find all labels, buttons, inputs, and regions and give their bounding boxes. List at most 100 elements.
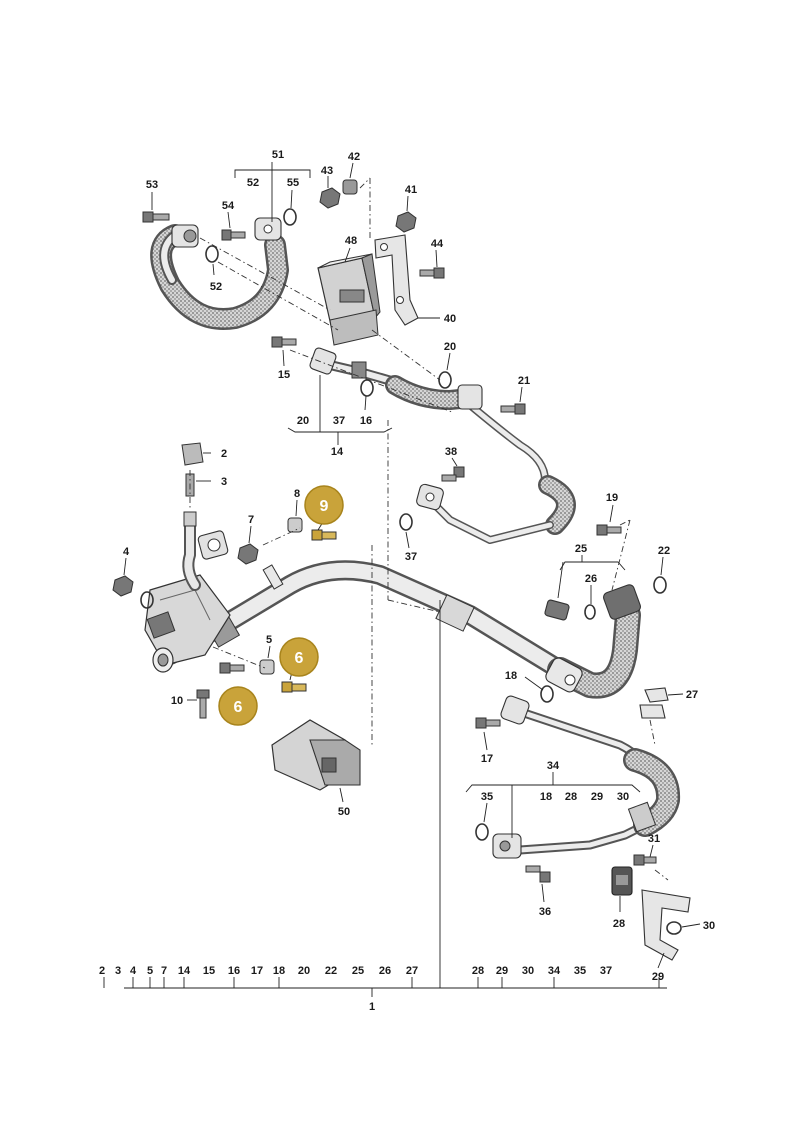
bolt-54 bbox=[221, 229, 246, 241]
part-label: 40 bbox=[444, 313, 456, 325]
control-unit-48 bbox=[317, 253, 381, 346]
highlight-badge-9[interactable]: 9 bbox=[304, 485, 344, 525]
bottom-item: 35 bbox=[574, 965, 586, 977]
part-label: 37 bbox=[333, 415, 345, 427]
highlight-badge-6-lower[interactable]: 6 bbox=[218, 686, 258, 726]
bottom-item: 22 bbox=[325, 965, 337, 977]
part-label: 29 bbox=[591, 791, 603, 803]
highlight-badge-6-upper[interactable]: 6 bbox=[279, 637, 319, 677]
part-label: 5 bbox=[266, 634, 272, 646]
bottom-item: 4 bbox=[130, 965, 137, 977]
bolt-36 bbox=[525, 865, 551, 883]
part-label: 16 bbox=[360, 415, 372, 427]
assembly-label: 1 bbox=[369, 1001, 375, 1013]
bolt-38 bbox=[441, 466, 465, 482]
part-label: 28 bbox=[565, 791, 577, 803]
part-label: 52 bbox=[210, 281, 222, 293]
part-label: 20 bbox=[297, 415, 309, 427]
part-label: 42 bbox=[348, 151, 360, 163]
part-label: 2 bbox=[221, 448, 227, 460]
bottom-item: 28 bbox=[472, 965, 484, 977]
part-label: 38 bbox=[445, 446, 457, 458]
sleeve-5 bbox=[259, 659, 275, 675]
part-label: 15 bbox=[278, 369, 290, 381]
part-label: 10 bbox=[171, 695, 183, 707]
part-label: 52 bbox=[247, 177, 259, 189]
main-refrigerant-pipe bbox=[160, 560, 641, 699]
bottom-item: 29 bbox=[496, 965, 508, 977]
bracket-29 bbox=[641, 889, 691, 961]
part-label: 30 bbox=[617, 791, 629, 803]
bolt-44 bbox=[419, 267, 445, 279]
bolt-21 bbox=[500, 403, 526, 415]
part-label: 7 bbox=[248, 514, 254, 526]
connector-50 bbox=[271, 719, 361, 791]
highlight-badge-label: 9 bbox=[320, 498, 329, 515]
sleeve-8 bbox=[287, 517, 303, 533]
sleeve-42 bbox=[342, 179, 358, 195]
part-label: 27 bbox=[686, 689, 698, 701]
hose-assembly-14 bbox=[309, 347, 576, 544]
part-label: 55 bbox=[287, 177, 299, 189]
bolt-10 bbox=[196, 689, 210, 719]
nut-4 bbox=[112, 575, 134, 597]
bottom-item: 30 bbox=[522, 965, 534, 977]
part-label: 53 bbox=[146, 179, 158, 191]
bottom-item: 20 bbox=[298, 965, 310, 977]
part-label: 26 bbox=[585, 573, 597, 585]
nut-43 bbox=[319, 187, 341, 209]
bottom-part-list: 2 3 4 5 7 14 15 16 17 18 20 22 25 26 27 … bbox=[99, 965, 612, 1013]
part-label: 8 bbox=[294, 488, 300, 500]
part-label: 31 bbox=[648, 833, 660, 845]
bottom-item: 14 bbox=[178, 965, 191, 977]
cap-2 bbox=[181, 442, 204, 466]
part-label: 35 bbox=[481, 791, 493, 803]
bolt-6b bbox=[281, 681, 307, 693]
bottom-item: 3 bbox=[115, 965, 121, 977]
bottom-item: 16 bbox=[228, 965, 240, 977]
pressure-switch-25 bbox=[544, 584, 641, 621]
bolt-19 bbox=[596, 524, 622, 536]
part-label: 37 bbox=[405, 551, 417, 563]
bottom-item: 17 bbox=[251, 965, 263, 977]
bottom-item: 15 bbox=[203, 965, 215, 977]
holder-28 bbox=[611, 866, 633, 896]
assembly-dashed-lines bbox=[189, 177, 669, 881]
bracket-40 bbox=[374, 234, 419, 326]
highlight-badge-label: 6 bbox=[295, 650, 304, 667]
seals bbox=[140, 208, 682, 935]
fasteners bbox=[112, 179, 682, 935]
hose-assembly-34 bbox=[492, 695, 681, 859]
bottom-item: 18 bbox=[273, 965, 285, 977]
part-label: 4 bbox=[123, 546, 130, 558]
bolt-9 bbox=[311, 529, 337, 541]
nut-41 bbox=[395, 211, 417, 233]
part-label: 44 bbox=[431, 238, 444, 250]
bottom-item: 2 bbox=[99, 965, 105, 977]
part-label: 18 bbox=[540, 791, 552, 803]
part-label: 48 bbox=[345, 235, 357, 247]
part-label: 25 bbox=[575, 543, 587, 555]
bottom-item: 34 bbox=[548, 965, 561, 977]
part-label: 54 bbox=[222, 200, 235, 212]
part-label: 19 bbox=[606, 492, 618, 504]
bolt-53 bbox=[142, 211, 170, 223]
part-label: 34 bbox=[547, 760, 560, 772]
part-label: 30 bbox=[703, 920, 715, 932]
bolt-17 bbox=[475, 717, 501, 729]
part-label: 17 bbox=[481, 753, 493, 765]
bolt-31 bbox=[633, 854, 657, 866]
part-label: 20 bbox=[444, 341, 456, 353]
bottom-item: 37 bbox=[600, 965, 612, 977]
part-label: 43 bbox=[321, 165, 333, 177]
pipe-manifold-block bbox=[144, 511, 231, 673]
bottom-item: 26 bbox=[379, 965, 391, 977]
bottom-item: 5 bbox=[147, 965, 153, 977]
part-label: 50 bbox=[338, 806, 350, 818]
part-label: 18 bbox=[505, 670, 517, 682]
bottom-item: 7 bbox=[161, 965, 167, 977]
highlight-badge-label: 6 bbox=[234, 699, 243, 716]
part-label: 14 bbox=[331, 446, 344, 458]
part-label: 3 bbox=[221, 476, 227, 488]
